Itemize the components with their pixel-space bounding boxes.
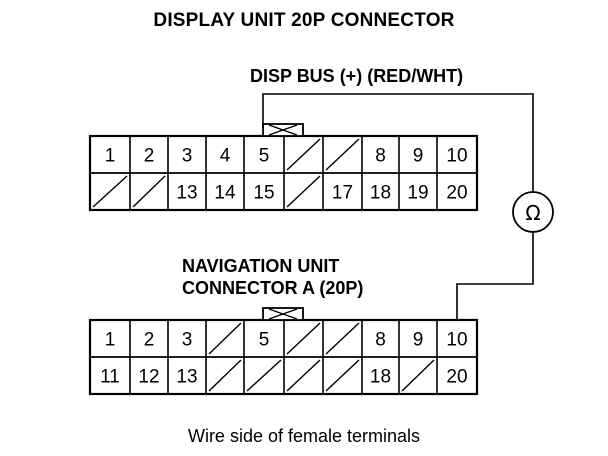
nav-label-line1: NAVIGATION UNIT — [182, 256, 340, 276]
wire-label: DISP BUS (+) (RED/WHT) — [250, 66, 464, 86]
display-connector-pin-label: 10 — [446, 146, 467, 167]
nav-connector-empty-cavity — [208, 359, 242, 392]
nav-connector-empty-cavity — [401, 359, 435, 392]
nav-connector-empty-cavity — [246, 359, 282, 392]
nav-connector-pin-label: 13 — [176, 367, 197, 388]
display-connector-empty-cavity — [286, 175, 321, 208]
display-connector-empty-cavity — [286, 138, 321, 171]
nav-connector-empty-cavity — [325, 322, 360, 355]
display-connector-pin-label: 18 — [370, 183, 391, 204]
caption: Wire side of female terminals — [187, 426, 421, 446]
nav-connector-pin-label: 18 — [370, 367, 391, 388]
display-connector-pin-label: 15 — [253, 183, 274, 204]
display-connector-pin-label: 19 — [407, 183, 428, 204]
display-connector-pin-label: 17 — [332, 183, 353, 204]
display-connector-pin-label: 5 — [259, 146, 270, 167]
display-connector-pin-label: 9 — [413, 146, 424, 167]
display-connector-pin-label: 8 — [375, 146, 386, 167]
nav-connector-empty-cavity — [208, 322, 242, 355]
display-connector-latch-mark — [268, 124, 298, 136]
display-connector-pin-label: 14 — [214, 183, 236, 204]
nav-connector-pin-label: 11 — [100, 367, 120, 388]
nav-connector-empty-cavity — [286, 359, 321, 392]
nav-connector-latch-mark — [268, 308, 298, 320]
meter-to-nav-wire — [456, 232, 534, 320]
nav-connector-pin-label: 1 — [105, 330, 116, 351]
nav-connector-pin-label: 10 — [446, 330, 467, 351]
display-connector-empty-cavity — [92, 175, 128, 208]
display-connector-pin-label: 2 — [144, 146, 155, 167]
disp-bus-wire — [262, 93, 534, 192]
nav-connector-pin-label: 9 — [413, 330, 424, 351]
nav-label-line2: CONNECTOR A (20P) — [182, 278, 364, 298]
ohmmeter-icon — [512, 191, 554, 233]
nav-connector-pin-label: 8 — [375, 330, 386, 351]
nav-connector-pin-label: 12 — [138, 367, 159, 388]
diagram-title: DISPLAY UNIT 20P CONNECTOR — [153, 10, 455, 31]
display-connector-pin-label: 1 — [105, 146, 116, 167]
display-connector-pin-label: 20 — [446, 183, 467, 204]
nav-connector-pin-label: 5 — [259, 330, 270, 351]
ohm-symbol: Ω — [525, 201, 540, 225]
nav-connector-pin-label: 20 — [446, 367, 467, 388]
nav-connector-label: NAVIGATION UNIT CONNECTOR A (20P) — [182, 255, 363, 299]
display-connector-pin-label: 13 — [176, 183, 197, 204]
display-connector-empty-cavity — [325, 138, 360, 171]
display-connector-pin-label: 3 — [182, 146, 193, 167]
nav-connector-empty-cavity — [325, 359, 360, 392]
display-connector-pin-label: 4 — [220, 146, 231, 167]
nav-connector-pin-label: 3 — [182, 330, 193, 351]
nav-connector-pin-label: 2 — [144, 330, 155, 351]
nav-connector-empty-cavity — [286, 322, 321, 355]
display-connector-empty-cavity — [132, 175, 166, 208]
